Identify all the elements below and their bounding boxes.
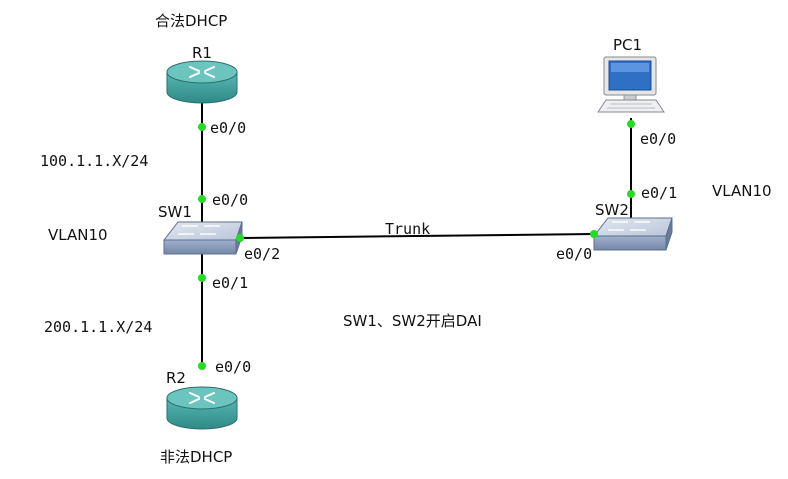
port-dot-r1-e00 — [198, 123, 206, 131]
port-dot-pc1-e00 — [627, 120, 635, 128]
sw2-e00-label: e0/0 — [556, 245, 593, 263]
port-dot-sw2-e01 — [627, 190, 635, 198]
sw1-e01-label: e0/1 — [212, 274, 249, 292]
upper-subnet-label: 100.1.1.X/24 — [40, 152, 149, 170]
sw2-e01-label: e0/1 — [641, 184, 678, 202]
port-dot-sw2-e00 — [590, 230, 598, 238]
sw1-vlan-label: VLAN10 — [48, 226, 108, 244]
sw1-name: SW1 — [158, 203, 192, 221]
link-sw1-sw2-trunk — [239, 233, 595, 239]
trunk-label: Trunk — [385, 220, 431, 238]
port-dot-sw1-e00 — [198, 195, 206, 203]
sw2-name: SW2 — [595, 201, 629, 219]
r2-name: R2 — [166, 369, 186, 387]
router-r1-icon[interactable] — [166, 60, 238, 104]
pc1-name: PC1 — [613, 36, 643, 54]
lower-subnet-label: 200.1.1.X/24 — [44, 318, 153, 336]
r1-e00-label: e0/0 — [210, 119, 247, 137]
sw1-e02-label: e0/2 — [244, 245, 281, 263]
router-r2-icon[interactable] — [166, 386, 238, 430]
r2-caption: 非法DHCP — [160, 448, 233, 466]
port-dot-r2-e00 — [198, 362, 206, 370]
r1-caption: 合法DHCP — [155, 12, 228, 30]
port-dot-sw1-e02 — [236, 234, 244, 242]
pc1-vlan-label: VLAN10 — [712, 182, 772, 200]
dai-note: SW1、SW2开启DAI — [343, 312, 482, 330]
switch-sw1-icon[interactable] — [162, 221, 243, 255]
sw1-e00-label: e0/0 — [212, 191, 249, 209]
r1-name: R1 — [192, 44, 212, 62]
pc1-e00-label: e0/0 — [640, 130, 677, 148]
pc1-computer-icon[interactable] — [597, 56, 665, 113]
switch-sw2-icon[interactable] — [592, 217, 673, 251]
port-dot-sw1-e01 — [198, 274, 206, 282]
r2-e00-label: e0/0 — [215, 358, 252, 376]
